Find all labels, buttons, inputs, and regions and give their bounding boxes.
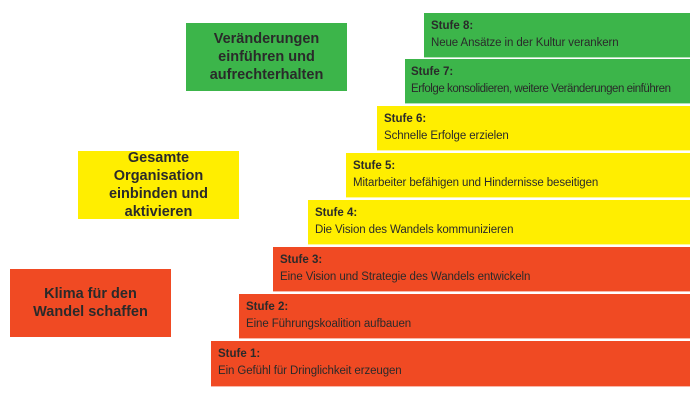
step-description: Schnelle Erfolge erzielen (384, 130, 509, 142)
step-title: Stufe 3: (280, 254, 323, 266)
step-7: Stufe 7: Erfolge konsolidieren, weitere … (405, 59, 690, 104)
step-description: Die Vision des Wandels kommunizieren (315, 224, 514, 236)
step-title: Stufe 6: (384, 113, 427, 125)
step-8: Stufe 8: Neue Ansätze in der Kultur vera… (424, 13, 690, 58)
step-description: Eine Führungskoalition aufbauen (246, 318, 412, 330)
step-2: Stufe 2: Eine Führungskoalition aufbauen (239, 294, 690, 339)
step-title: Stufe 2: (246, 301, 289, 313)
step-description: Ein Gefühl für Dringlichkeit erzeugen (218, 365, 402, 377)
step-title: Stufe 4: (315, 207, 358, 219)
step-4: Stufe 4: Die Vision des Wandels kommuniz… (308, 200, 690, 245)
step-5: Stufe 5: Mitarbeiter befähigen und Hinde… (346, 153, 690, 198)
step-3: Stufe 3: Eine Vision und Strategie des W… (273, 247, 690, 292)
step-description: Mitarbeiter befähigen und Hindernisse be… (353, 177, 599, 189)
step-1: Stufe 1: Ein Gefühl für Dringlichkeit er… (211, 341, 690, 387)
phase-box-implement-sustain: Veränderungen einführen und aufrechterha… (186, 23, 347, 91)
phase-box-engage-organization: Gesamte Organisation einbinden und aktiv… (78, 150, 239, 220)
step-description: Eine Vision und Strategie des Wandels en… (280, 271, 531, 283)
step-title: Stufe 7: (411, 66, 454, 78)
step-title: Stufe 8: (431, 20, 474, 32)
phase-label: Gesamte Organisation einbinden und aktiv… (108, 150, 209, 220)
step-description: Neue Ansätze in der Kultur verankern (431, 37, 619, 49)
phase-label: Veränderungen einführen und aufrechterha… (209, 31, 324, 83)
phase-box-create-climate: Klima für den Wandel schaffen (10, 269, 171, 337)
step-description: Erfolge konsolidieren, weitere Veränderu… (411, 83, 671, 95)
phase-label: Klima für den Wandel schaffen (33, 286, 148, 320)
step-title: Stufe 5: (353, 160, 396, 172)
step-6: Stufe 6: Schnelle Erfolge erzielen (377, 106, 690, 151)
step-title: Stufe 1: (218, 348, 261, 360)
